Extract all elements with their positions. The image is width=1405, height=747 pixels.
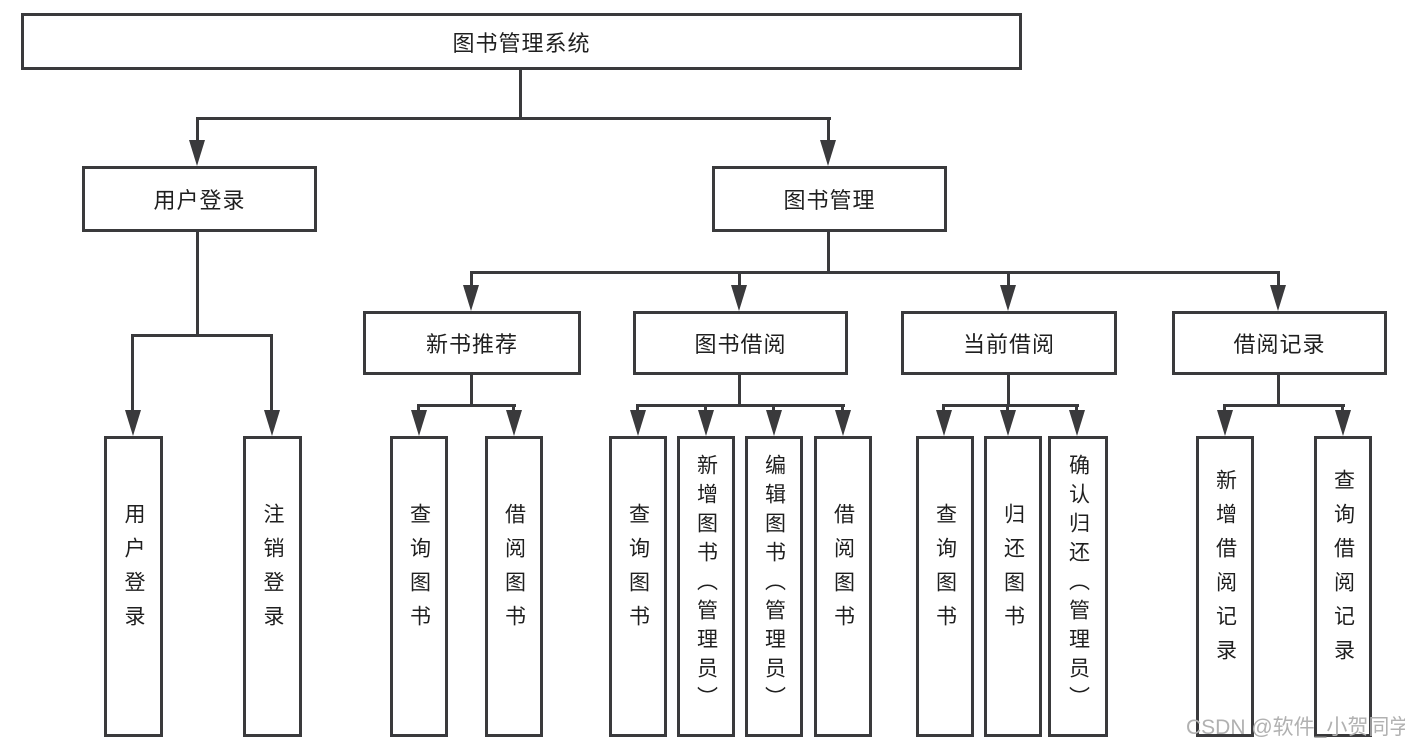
node-book-borrowing: 图书借阅 [633,311,848,375]
connector-line [636,404,845,407]
leaf-query-borrow-record: 查询借阅记录 [1314,436,1372,737]
leaf-label: 借阅图书 [502,502,526,639]
node-current-borrowing: 当前借阅 [901,311,1117,375]
node-borrowing-records: 借阅记录 [1172,311,1387,375]
node-new-book-recommendation: 新书推荐 [363,311,581,375]
connector-line [470,271,473,288]
arrow-down-icon [1069,410,1085,436]
connector-line [418,404,516,407]
leaf-add-books-admin: 新增图书（管理员） [677,436,735,737]
leaf-label: 确认归还（管理员） [1066,454,1090,715]
arrow-down-icon [1217,410,1233,436]
leaf-label: 用户登录 [122,502,145,639]
leaf-return-books: 归还图书 [984,436,1042,737]
connector-line [196,232,199,336]
leaf-query-books-current: 查询图书 [916,436,974,737]
arrow-down-icon [264,410,280,436]
connector-line [1006,404,1009,414]
leaf-query-books-recommend: 查询图书 [390,436,448,737]
leaf-label: 新增图书（管理员） [694,454,718,715]
connector-line [1223,404,1226,414]
arrow-down-icon [1000,285,1016,311]
leaf-label: 借阅图书 [831,502,855,639]
connector-line [1341,404,1344,414]
csdn-watermark: CSDN @软件_小贺同学 [1186,716,1405,739]
arrow-down-icon [630,410,646,436]
connector-line [1277,375,1280,407]
connector-line [827,232,830,273]
leaf-label: 新增借阅记录 [1213,468,1237,673]
leaf-label: 查询借阅记录 [1331,468,1355,673]
leaf-confirm-return-admin: 确认归还（管理员） [1048,436,1108,737]
node-label: 新书推荐 [425,332,518,357]
connector-line [772,404,775,414]
leaf-label: 归还图书 [1001,502,1025,639]
connector-line [1223,404,1345,407]
leaf-edit-books-admin: 编辑图书（管理员） [745,436,803,737]
connector-line [131,334,134,413]
leaf-label: 编辑图书（管理员） [762,454,786,715]
arrow-down-icon [766,410,782,436]
node-label: 用户登录 [153,188,246,213]
connector-line [470,375,473,407]
node-label: 图书借阅 [694,332,787,357]
arrow-down-icon [125,410,141,436]
node-label: 图书管理 [783,188,876,213]
leaf-borrow-books: 借阅图书 [814,436,872,737]
arrow-down-icon [820,140,836,166]
connector-line [196,117,831,120]
connector-line [827,117,830,142]
leaf-label: 查询图书 [407,502,431,639]
arrow-down-icon [1270,285,1286,311]
connector-line [1075,404,1078,414]
connector-line [512,404,515,414]
arrow-down-icon [411,410,427,436]
connector-line [131,334,273,337]
leaf-label: 注销登录 [261,502,284,639]
arrow-down-icon [1000,410,1016,436]
node-label: 借阅记录 [1233,332,1326,357]
leaf-label: 查询图书 [933,502,957,639]
connector-line [417,404,420,414]
arrow-down-icon [506,410,522,436]
connector-line [704,404,707,414]
node-root-system: 图书管理系统 [21,13,1022,70]
connector-line [270,334,273,413]
leaf-label: 查询图书 [626,502,650,639]
arrow-down-icon [189,140,205,166]
connector-line [519,70,522,119]
connector-line [1277,271,1280,288]
connector-line [636,404,639,414]
arrow-down-icon [731,285,747,311]
connector-line [196,117,199,142]
connector-line [942,404,1079,407]
arrow-down-icon [463,285,479,311]
connector-line [1007,375,1010,407]
connector-line [738,375,741,407]
connector-line [470,271,1280,274]
node-user-login-module: 用户登录 [82,166,317,232]
arrow-down-icon [936,410,952,436]
arrow-down-icon [1335,410,1351,436]
node-book-management-module: 图书管理 [712,166,947,232]
leaf-borrow-books-recommend: 借阅图书 [485,436,543,737]
leaf-logout: 注销登录 [243,436,302,737]
connector-line [841,404,844,414]
node-label: 当前借阅 [962,332,1055,357]
leaf-query-books-borrowing: 查询图书 [609,436,667,737]
leaf-add-borrow-record: 新增借阅记录 [1196,436,1254,737]
connector-line [738,271,741,288]
arrow-down-icon [698,410,714,436]
leaf-user-login: 用户登录 [104,436,163,737]
node-label: 图书管理系统 [452,30,591,56]
arrow-down-icon [835,410,851,436]
connector-line [942,404,945,414]
connector-line [1007,271,1010,288]
